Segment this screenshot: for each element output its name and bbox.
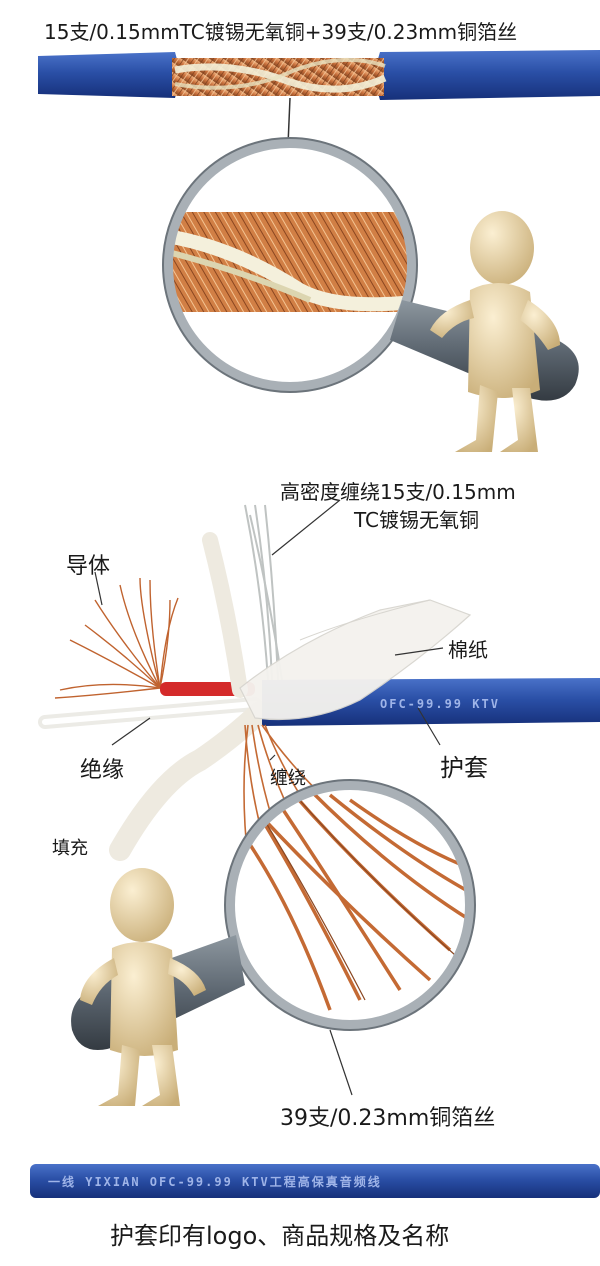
top-cable bbox=[38, 50, 600, 100]
cotton-paper bbox=[239, 599, 472, 721]
wrap-label: 缠绕 bbox=[270, 768, 306, 789]
bottom-cable-strip: 一线 YIXIAN OFC-99.99 KTV工程高保真音频线 bbox=[30, 1164, 600, 1198]
bottom-caption: 护套印有logo、商品规格及名称 bbox=[110, 1222, 450, 1250]
conductor-label: 导体 bbox=[66, 554, 111, 579]
conductor-strands bbox=[54, 577, 179, 699]
filler bbox=[109, 701, 271, 861]
top-magnifier bbox=[162, 137, 579, 401]
foil-wire-label: 39支/0.23mm铜箔丝 bbox=[280, 1106, 496, 1131]
tinned-strands bbox=[244, 504, 283, 681]
dense-wrap-label-1: 高密度缠绕15支/0.15mm bbox=[280, 480, 516, 504]
filler-label: 填充 bbox=[52, 838, 88, 859]
insulation-label: 绝缘 bbox=[80, 758, 125, 783]
leader-lines bbox=[94, 499, 444, 761]
jacket-label: 护套 bbox=[440, 754, 488, 782]
figure-bottom bbox=[80, 868, 206, 1106]
mid-jacket-print: OFC-99.99 KTV bbox=[380, 697, 500, 711]
figure-top bbox=[430, 211, 560, 452]
dense-wrap-label-2: TC镀锡无氧铜 bbox=[354, 508, 480, 532]
top-spec-label: 15支/0.15mmTC镀锡无氧铜+39支/0.23mm铜箔丝 bbox=[44, 20, 518, 44]
foil-leader bbox=[329, 1029, 353, 1096]
cotton-paper-label: 棉纸 bbox=[448, 638, 488, 662]
strip-print: 一线 YIXIAN OFC-99.99 KTV工程高保真音频线 bbox=[48, 1174, 382, 1189]
